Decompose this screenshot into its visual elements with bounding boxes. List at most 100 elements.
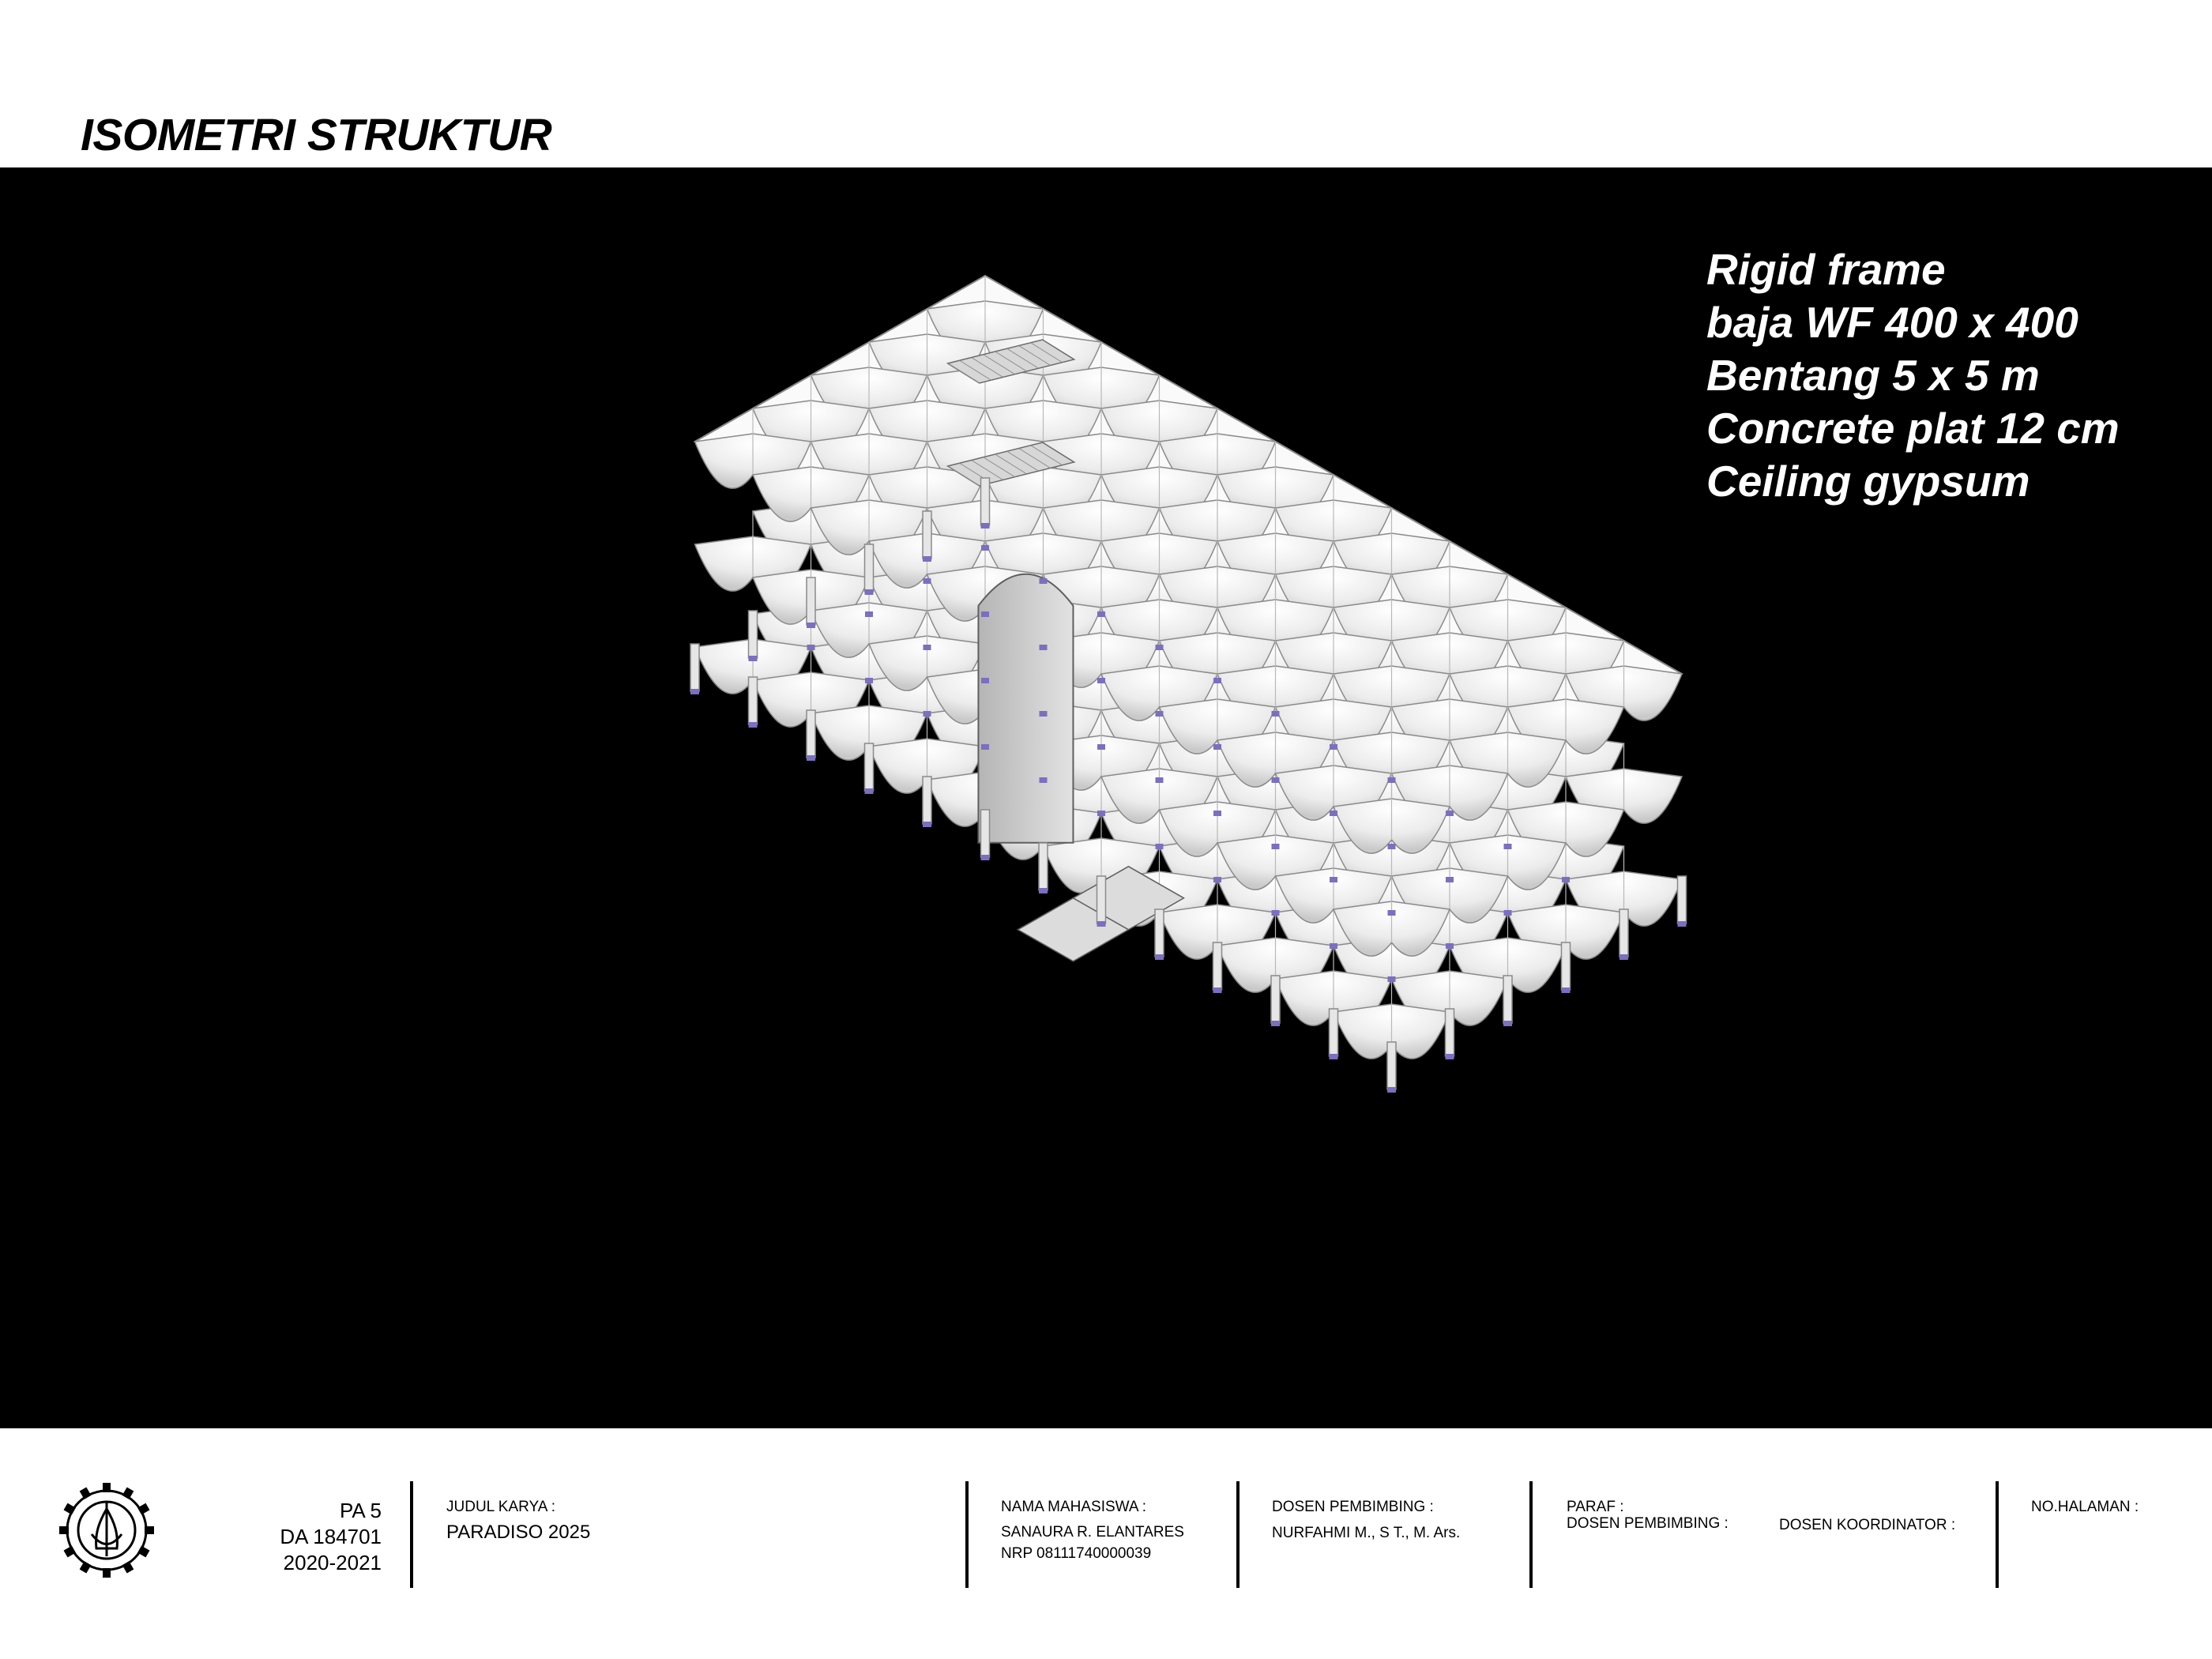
stair-tread (1006, 348, 1039, 369)
column-base (923, 822, 931, 827)
interior-column-marker (1155, 844, 1164, 849)
interior-column-marker (1097, 811, 1105, 816)
stair-tread (983, 457, 1015, 478)
column (863, 544, 875, 592)
stair-tread (995, 453, 1027, 475)
mahasiswa-nrp: NRP 08111740000039 (1001, 1545, 1152, 1562)
divider (410, 1481, 413, 1588)
paraf-pembimbing-label: DOSEN PEMBIMBING : (1567, 1515, 1729, 1532)
column-base (1329, 1054, 1338, 1059)
column (1560, 942, 1571, 991)
spec-note: Bentang 5 x 5 m (1706, 351, 2040, 400)
column (980, 809, 991, 858)
column (1212, 942, 1223, 991)
column (1503, 975, 1513, 1024)
column-base (690, 689, 699, 694)
gear-tooth (137, 1545, 150, 1558)
column-base (864, 589, 874, 595)
interior-column-marker (807, 645, 815, 650)
column (922, 776, 932, 825)
interior-column-marker (1330, 811, 1337, 816)
stair-tread (1030, 445, 1063, 466)
course-info: PA 5 DA 184701 2020-2021 (237, 1498, 382, 1576)
interior-column-marker (923, 711, 931, 717)
spec-note: Rigid frame (1706, 245, 1946, 294)
interior-column-marker (1387, 777, 1396, 783)
interior-column-marker (1330, 877, 1337, 882)
interior-column-marker (1562, 877, 1570, 882)
column-base (1039, 888, 1048, 893)
column (690, 643, 700, 692)
gear-tooth (137, 1503, 150, 1515)
column-base (1620, 954, 1628, 960)
interior-column-marker (1155, 645, 1164, 650)
column-base (1387, 1087, 1396, 1093)
course-code: PA 5 (339, 1499, 382, 1522)
column (1096, 875, 1107, 924)
interior-column-marker (1387, 844, 1396, 849)
column-base (1445, 1054, 1454, 1059)
interior-column-marker (1387, 910, 1396, 916)
column (1154, 908, 1164, 957)
gear-tooth (79, 1561, 92, 1574)
institution-logo (55, 1479, 158, 1582)
column (1270, 975, 1281, 1024)
interior-column-marker (1503, 910, 1512, 916)
stair-tread (971, 357, 1003, 378)
gear-tooth (63, 1503, 76, 1515)
interior-column-marker (1271, 844, 1280, 849)
column-base (923, 556, 931, 562)
interior-column-marker (981, 611, 989, 617)
column-base (748, 722, 758, 728)
gear-tooth (103, 1568, 111, 1578)
interior-column-marker (1213, 877, 1221, 882)
column-base (1155, 954, 1164, 960)
column-base (748, 656, 758, 661)
stair-tread (1006, 450, 1039, 472)
mahasiswa-name: SANAURA R. ELANTARES (1001, 1524, 1184, 1540)
interior-column-marker (1271, 910, 1280, 916)
interior-column-marker (981, 678, 989, 683)
isometric-structure-drawing (690, 274, 1687, 1093)
arched-core-opening (977, 573, 1074, 844)
stair-tread (1018, 345, 1051, 366)
interior-column-marker (981, 744, 989, 750)
interior-column-marker (923, 578, 931, 584)
column (1328, 1008, 1339, 1057)
interior-column-marker (1155, 711, 1164, 717)
stair-tread (947, 363, 980, 384)
interior-column-marker (1097, 678, 1105, 683)
gear-tooth (63, 1545, 76, 1558)
judul-label: JUDUL KARYA : (446, 1499, 555, 1515)
divider (1996, 1481, 1999, 1588)
gear-tooth (122, 1561, 134, 1574)
column-base (980, 855, 990, 860)
column-base (1677, 921, 1687, 927)
dosen-name: NURFAHMI M., S T., M. Ars. (1272, 1525, 1461, 1541)
interior-column-marker (1271, 711, 1280, 717)
gear-tooth (122, 1487, 134, 1499)
paraf-koordinator-label: DOSEN KOORDINATOR : (1779, 1517, 1956, 1533)
column-base (1213, 988, 1222, 993)
stair-tread (959, 359, 991, 381)
column (1386, 1041, 1397, 1090)
interior-column-marker (1155, 777, 1164, 783)
column (980, 477, 991, 526)
column-base (1561, 988, 1571, 993)
column-grid (690, 477, 1687, 1093)
interior-column-marker (1213, 744, 1221, 750)
interior-column-marker (1271, 777, 1280, 783)
paraf-label: PARAF : (1567, 1499, 1624, 1515)
stair-tread (947, 465, 980, 487)
column-base (1271, 1021, 1280, 1026)
column (806, 709, 816, 758)
halaman-label: NO.HALAMAN : (2031, 1499, 2139, 1515)
judul-value: PARADISO 2025 (446, 1522, 591, 1543)
structure-spec-notes: Rigid frame baja WF 400 x 400 Bentang 5 … (1706, 243, 2120, 508)
divider (965, 1481, 969, 1588)
column (1038, 842, 1048, 891)
column (806, 577, 816, 626)
sheet-title: ISOMETRI STRUKTUR (81, 110, 552, 160)
divider (1236, 1481, 1240, 1588)
interior-column-marker (865, 611, 873, 617)
